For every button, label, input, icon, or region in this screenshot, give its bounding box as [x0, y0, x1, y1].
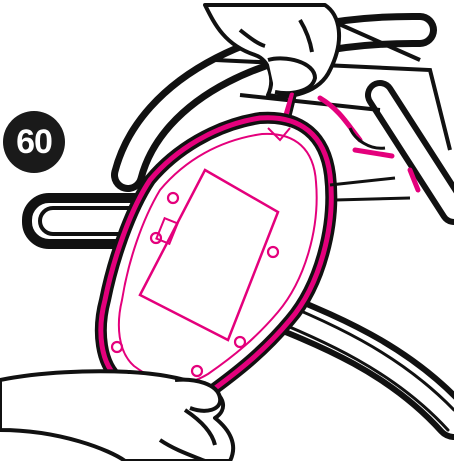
lower-hand: [0, 371, 233, 461]
step-number-text: 60: [16, 123, 52, 162]
step-number-badge: 60: [3, 111, 65, 173]
right-tube: [380, 95, 454, 210]
frame-detail: [330, 178, 410, 200]
